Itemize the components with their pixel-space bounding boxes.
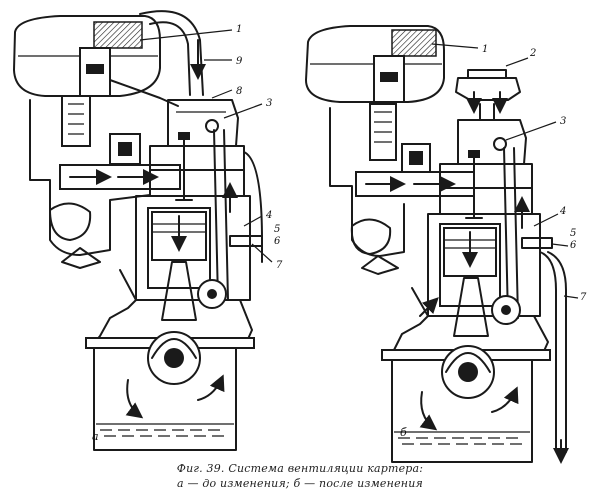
callout-a-6: 6 — [274, 236, 281, 247]
callout-a-9: 9 — [236, 56, 243, 67]
engine-view-b — [305, 25, 579, 464]
callout-b-3: 3 — [560, 116, 566, 127]
callout-a-1: 1 — [236, 24, 242, 35]
view-label-b: б — [400, 426, 407, 439]
figure-caption-title: Фиг. 39. Система вентиляции картера: — [176, 462, 424, 475]
figure-caption-legend: а — до изменения; б — после изменения — [177, 477, 423, 490]
callout-b-4: 4 — [559, 206, 566, 217]
callout-b-2: 2 — [529, 48, 536, 59]
callout-a-7: 7 — [276, 260, 283, 271]
callout-a-3: 3 — [266, 98, 272, 109]
callout-b-5: 5 — [570, 228, 576, 239]
callout-a-8: 8 — [236, 86, 242, 97]
engine-view-a — [13, 10, 273, 451]
callout-b-1: 1 — [482, 44, 488, 55]
callout-a-5: 5 — [274, 224, 280, 235]
view-label-a: а — [92, 430, 99, 443]
callout-b-7: 7 — [580, 292, 587, 303]
callout-a-4: 4 — [265, 210, 272, 221]
callout-b-6: 6 — [570, 240, 577, 251]
